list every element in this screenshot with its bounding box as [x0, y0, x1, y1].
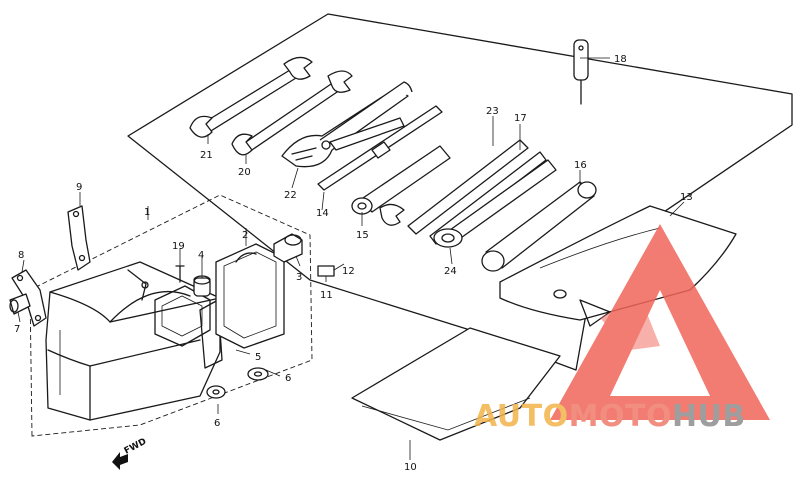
hex-driver	[573, 39, 589, 105]
grommet	[193, 275, 211, 297]
handle-bar	[429, 151, 547, 245]
callout-22: 22	[284, 190, 297, 201]
cushion	[9, 293, 31, 315]
fwd-label: FWD	[123, 437, 148, 457]
callout-15: 15	[356, 230, 369, 241]
pliers	[281, 81, 413, 168]
callout-11: 11	[320, 290, 333, 301]
callout-23: 23	[486, 106, 499, 117]
callout-7: 7	[14, 324, 20, 335]
callout-13: 13	[680, 192, 693, 203]
socket-wrench	[351, 145, 451, 226]
callout-24: 24	[444, 266, 457, 277]
washer-lower	[206, 385, 226, 399]
callout-17: 17	[514, 113, 527, 124]
tool-box-case	[45, 261, 223, 421]
callout-4: 4	[198, 250, 204, 261]
callout-12: 12	[342, 266, 355, 277]
callout-6-lower: 6	[214, 418, 220, 429]
callout-6-upper: 6	[285, 373, 291, 384]
callout-10: 10	[404, 462, 417, 473]
wrench-21	[189, 56, 313, 138]
watermark-part-hub: HUB	[672, 399, 746, 434]
cover-plate	[215, 243, 285, 349]
bracket-9	[67, 205, 91, 271]
watermark-part-moto: MOTO	[569, 399, 672, 434]
callout-2: 2	[242, 230, 248, 241]
manual-pouch	[351, 327, 561, 441]
watermark-triangle-icon	[550, 224, 770, 420]
leader-lines	[17, 57, 685, 460]
callout-14: 14	[316, 208, 329, 219]
label-plate	[317, 265, 335, 277]
plug-wrench	[481, 181, 597, 272]
screwdriver	[317, 105, 443, 191]
watermark-logo-text: AUTOMOTOHUB	[474, 399, 746, 434]
rubber-cap	[273, 233, 303, 263]
callout-5: 5	[255, 352, 261, 363]
callout-3: 3	[296, 272, 302, 283]
watermark-part-auto: AUTO	[474, 399, 569, 434]
callout-16: 16	[574, 160, 587, 171]
callout-1: 1	[144, 207, 150, 218]
wrench-20	[231, 70, 353, 156]
fwd-arrow-icon	[112, 452, 128, 470]
callout-19: 19	[172, 241, 185, 252]
callout-9: 9	[76, 182, 82, 193]
callout-21: 21	[200, 150, 213, 161]
extension-bar	[407, 139, 529, 235]
ring-spanner	[433, 159, 557, 248]
callout-8: 8	[18, 250, 24, 261]
washer-upper	[247, 367, 269, 381]
watermark: AUTOMOTOHUB	[474, 224, 770, 434]
callout-20: 20	[238, 167, 251, 178]
callout-18: 18	[614, 54, 627, 65]
